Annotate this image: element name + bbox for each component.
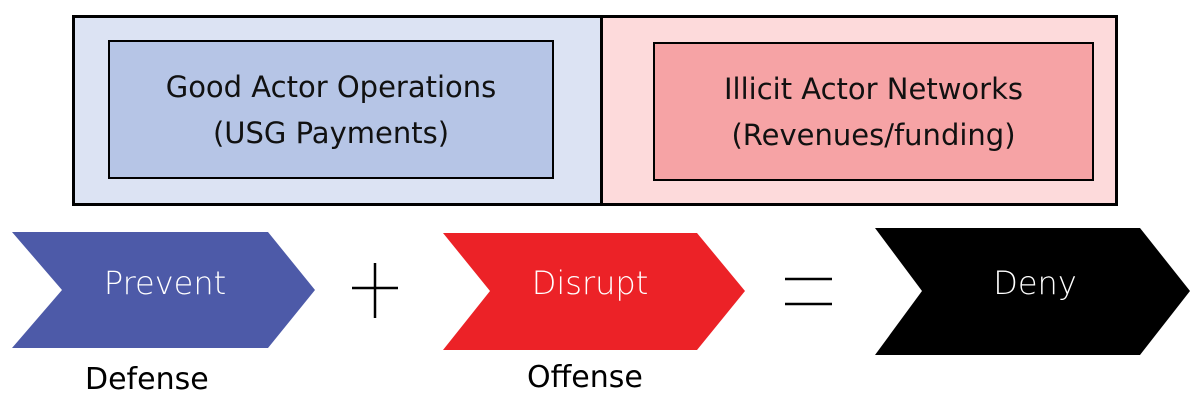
defense-caption: Defense — [85, 362, 209, 397]
good-actor-title: Good Actor Operations — [165, 69, 497, 104]
disrupt-label: Disrupt — [531, 264, 649, 302]
prevent-label: Prevent — [103, 264, 227, 302]
disrupt-chevron — [443, 233, 745, 350]
good-actor-subtitle: (USG Payments) — [212, 115, 450, 150]
illicit-actor-subtitle: (Revenues/funding) — [731, 117, 1016, 152]
illicit-actor-title: Illicit Actor Networks — [723, 71, 1024, 106]
prevent-chevron — [12, 232, 315, 348]
deny-label: Deny — [993, 264, 1077, 302]
equals-icon — [785, 277, 832, 306]
deny-chevron — [875, 228, 1190, 355]
offense-caption: Offense — [527, 360, 643, 395]
illicit-actor-box: Illicit Actor Networks (Revenues/funding… — [653, 42, 1094, 181]
good-actor-box: Good Actor Operations (USG Payments) — [108, 40, 554, 179]
plus-icon — [352, 263, 398, 318]
